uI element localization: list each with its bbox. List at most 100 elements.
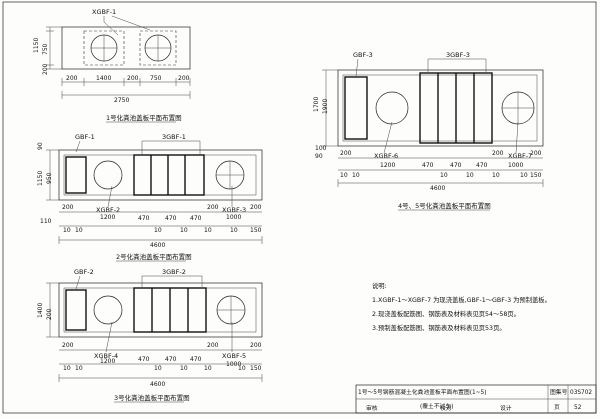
total-dim: 4600 bbox=[150, 242, 165, 249]
dim: 10 bbox=[492, 172, 500, 179]
precast-slab-group bbox=[133, 154, 205, 196]
page-label: 页 bbox=[554, 404, 560, 411]
dim: 200 bbox=[42, 63, 49, 75]
dim: 200 bbox=[62, 342, 74, 349]
atlas-number: 03S702 bbox=[570, 390, 592, 396]
plan-2-title: 2号化粪池盖板平面布置图 bbox=[116, 252, 192, 261]
label-3gbf: 3GBF-1 bbox=[162, 133, 186, 141]
dim: 470 bbox=[476, 162, 488, 169]
page-number: 52 bbox=[574, 405, 582, 411]
dim: 200 bbox=[340, 150, 352, 157]
dim: 470 bbox=[138, 356, 150, 363]
dim: 470 bbox=[165, 215, 177, 222]
dim: 200 bbox=[250, 204, 262, 211]
dim: 10 bbox=[340, 172, 348, 179]
opening bbox=[139, 30, 177, 66]
plan-4-5: GBF-3 3GBF-3 XGBF-6 XGBF-7 1700 1900 100… bbox=[313, 51, 544, 211]
dim: 470 bbox=[450, 162, 462, 169]
label-xgbf-a: XGBF-4 bbox=[94, 352, 118, 360]
dim: 200 bbox=[46, 308, 53, 320]
dim: 200 bbox=[530, 150, 542, 157]
note-item: 1.XGBF-1～XGBF-7 为现浇盖板,GBF-1～GBF-3 为预制盖板。 bbox=[372, 295, 551, 304]
dim: 750 bbox=[150, 75, 162, 82]
plan-3: GBF-2 3GBF-2 XGBF-4 XGBF-5 1400 200 200 … bbox=[37, 268, 263, 403]
dim: 200 bbox=[66, 75, 78, 82]
dim: 100 bbox=[315, 145, 327, 152]
label-gbf: GBF-3 bbox=[353, 51, 373, 59]
plan-1-title: 1号化粪池盖板平面布置图 bbox=[106, 113, 182, 122]
precast-slab bbox=[65, 289, 87, 331]
manhole-circle bbox=[93, 295, 123, 325]
dim: 1700 bbox=[313, 97, 320, 112]
dim: 90 bbox=[315, 153, 323, 160]
plan-1: XGBF-1 1150 750 200 200 1400 200 750 200… bbox=[33, 8, 191, 123]
dim: 10 bbox=[180, 227, 188, 234]
dim: 1200 bbox=[100, 358, 115, 365]
dim: 1200 bbox=[380, 162, 395, 169]
notes-heading: 说明: bbox=[372, 281, 387, 290]
design-label: 设计 bbox=[500, 404, 512, 412]
dim: 10 bbox=[466, 172, 474, 179]
dim: 10 bbox=[520, 172, 528, 179]
dim: 470 bbox=[190, 215, 202, 222]
dim: 1000 bbox=[226, 214, 241, 221]
dim: 10 bbox=[63, 227, 71, 234]
plan-4-5-title: 4号、5号化粪池盖板平面布置图 bbox=[398, 201, 491, 210]
dim: 10 bbox=[204, 227, 212, 234]
label-xgbf-a: XGBF-2 bbox=[96, 206, 120, 214]
note-item: 3.预制盖板配筋图、钢筋表及材料表见页53页。 bbox=[372, 323, 506, 332]
manhole-circle bbox=[375, 91, 409, 125]
dim: 1200 bbox=[100, 214, 115, 221]
title-block: 1号～5号钢筋混凝土化粪池盖板平面布置图(1~5) (覆土不过车) 图集号 03… bbox=[355, 384, 597, 414]
dim: 1400 bbox=[96, 75, 111, 82]
drawing-title: 1号～5号钢筋混凝土化粪池盖板平面布置图(1~5) bbox=[358, 388, 486, 396]
dim: 950 bbox=[46, 172, 53, 184]
dim: 200 bbox=[127, 75, 139, 82]
dim: 10 bbox=[180, 365, 188, 372]
precast-slab bbox=[344, 76, 368, 140]
dim: 1150 bbox=[33, 38, 40, 53]
dim: 10 bbox=[63, 365, 71, 372]
dim: 200 bbox=[62, 204, 74, 211]
dim: 750 bbox=[42, 43, 49, 55]
plan-1-outline bbox=[61, 26, 191, 70]
review-label: 审核 bbox=[366, 404, 378, 412]
check-label: 校对 bbox=[440, 404, 452, 412]
label-3gbf: 3GBF-3 bbox=[446, 51, 470, 59]
dim: 10 bbox=[154, 365, 162, 372]
label-gbf: GBF-2 bbox=[74, 268, 94, 276]
dim: 470 bbox=[422, 162, 434, 169]
dim: 1400 bbox=[37, 303, 44, 318]
dim: 470 bbox=[165, 356, 177, 363]
label-xgbf-b: XGBF-7 bbox=[508, 152, 532, 160]
precast-slab bbox=[65, 156, 87, 194]
dim: 150 bbox=[250, 365, 262, 372]
dim: 200 bbox=[207, 342, 219, 349]
dim: 150 bbox=[250, 227, 262, 234]
notes: 说明: 1.XGBF-1～XGBF-7 为现浇盖板,GBF-1～GBF-3 为预… bbox=[372, 281, 551, 332]
dim: 470 bbox=[138, 215, 150, 222]
dim: 110 bbox=[40, 218, 52, 225]
plan-4-5-outline bbox=[337, 69, 544, 147]
dim: 10 bbox=[154, 227, 162, 234]
label-gbf: GBF-1 bbox=[75, 133, 95, 141]
note-item: 2.现浇盖板配筋图、钢筋表及材料表见页54～58页。 bbox=[372, 309, 520, 318]
total-dim: 4600 bbox=[150, 381, 165, 388]
dim: 10 bbox=[75, 227, 83, 234]
dim: 200 bbox=[178, 75, 190, 82]
label-xgbf-b: XGBF-5 bbox=[222, 352, 246, 360]
total-dim: 4600 bbox=[430, 185, 445, 192]
plan-3-title: 3号化粪池盖板平面布置图 bbox=[114, 393, 190, 402]
dim: 150 bbox=[530, 172, 542, 179]
dim: 470 bbox=[190, 356, 202, 363]
plan-2-outline bbox=[58, 149, 263, 201]
label-xgbf-b: XGBF-3 bbox=[222, 206, 246, 214]
dim: 200 bbox=[250, 342, 262, 349]
dim: 200 bbox=[207, 204, 219, 211]
dim: 10 bbox=[204, 365, 212, 372]
dim: 1000 bbox=[508, 162, 523, 169]
plan-2: GBF-1 3GBF-1 XGBF-2 XGBF-3 90 1150 950 1… bbox=[37, 133, 263, 262]
manhole-circle bbox=[93, 160, 123, 190]
dim: 1000 bbox=[226, 361, 241, 368]
